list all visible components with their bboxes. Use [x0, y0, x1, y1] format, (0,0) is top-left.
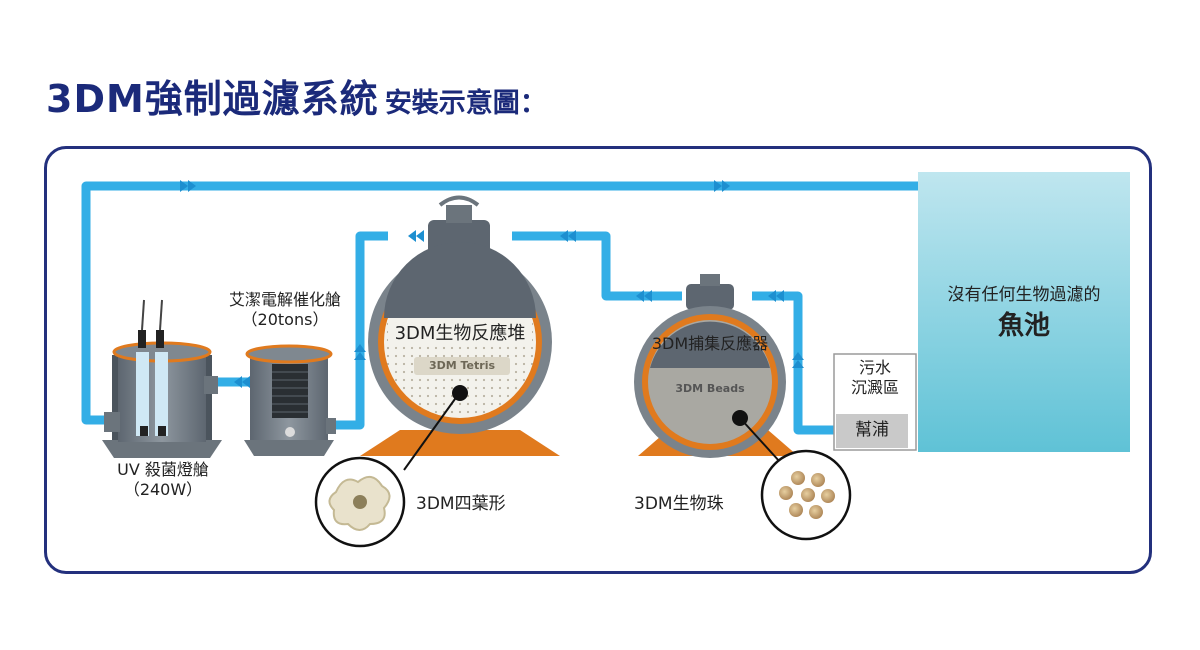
fish-pond	[918, 172, 1130, 452]
flow-arrows	[180, 180, 804, 388]
tetris-media-callout	[314, 385, 468, 548]
pond-label: 沒有任何生物過濾的 魚池	[918, 285, 1130, 343]
diagram-frame	[44, 146, 1152, 574]
uv-label-line2: （240W）	[123, 480, 203, 499]
ion-label-line2: （20tons）	[241, 310, 329, 329]
electrolytic-chamber	[244, 344, 336, 456]
title-main: 3DM強制過濾系統	[46, 77, 379, 121]
sediment-label: 污水 沉澱區	[834, 358, 916, 398]
pond-label-line2: 魚池	[997, 311, 1050, 342]
beads-reactor-tank	[634, 274, 798, 458]
ion-label-line1: 艾潔電解催化艙	[228, 290, 341, 309]
pump-box	[836, 414, 908, 448]
title-sub: 安裝示意圖：	[384, 88, 547, 119]
pump-label: 幫浦	[855, 420, 889, 440]
tetris-badge: 3DM Tetris	[428, 359, 496, 372]
uv-label-line1: UV 殺菌燈艙	[117, 460, 209, 479]
tetris-media-label: 3DM四葉形	[416, 494, 506, 514]
ion-label: 艾潔電解催化艙 （20tons）	[200, 290, 370, 330]
pond-label-line1: 沒有任何生物過濾的	[947, 285, 1101, 305]
page-title: 3DM強制過濾系統安裝示意圖：	[46, 68, 547, 123]
sediment-label-line1: 污水	[858, 358, 891, 377]
tetris-tank-label: 3DM生物反應堆	[388, 323, 532, 346]
uv-label: UV 殺菌燈艙 （240W）	[78, 460, 248, 500]
beads-tank-label: 3DM捕集反應器	[651, 334, 769, 353]
beads-media-callout	[732, 410, 852, 541]
beads-badge: 3DM Beads	[675, 382, 745, 395]
uv-sterilizer	[102, 299, 222, 458]
sediment-label-line2: 沉澱區	[850, 378, 899, 397]
beads-media-label: 3DM生物珠	[634, 494, 724, 514]
